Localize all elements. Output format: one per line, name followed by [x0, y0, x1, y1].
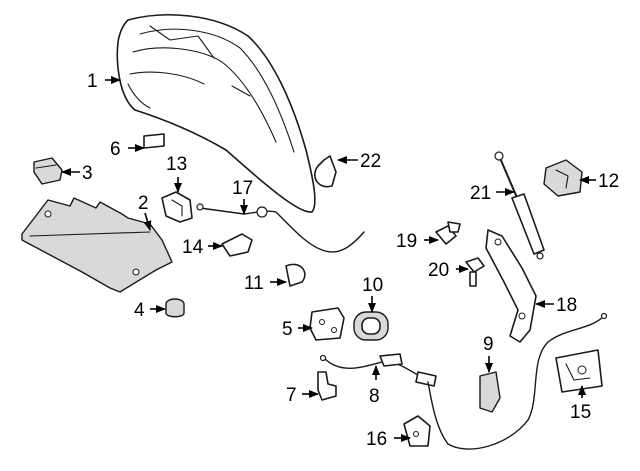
- callout-numbers: 1 2 3 4 5 6 7 8 9 10 11 12 13 14 15 16 1…: [82, 71, 619, 450]
- callout-22: 22: [360, 151, 381, 172]
- hinge-bolt: [435, 221, 461, 245]
- callout-17: 17: [232, 178, 253, 199]
- hood-cap: [285, 263, 306, 287]
- rod-clip: [161, 191, 193, 223]
- hood-insulator: [21, 197, 173, 293]
- hood-latch: [309, 307, 345, 341]
- callout-9: 9: [483, 334, 494, 355]
- callout-21: 21: [470, 183, 491, 204]
- callout-15: 15: [570, 402, 591, 423]
- cable-bracket: [403, 415, 431, 447]
- callout-13: 13: [166, 154, 187, 175]
- striker-plate: [555, 349, 603, 393]
- hood-panel: [116, 14, 316, 213]
- callout-19: 19: [396, 231, 417, 252]
- hood-label: [143, 133, 165, 149]
- callout-18: 18: [556, 295, 577, 316]
- release-cable-run: [427, 312, 608, 450]
- callout-2: 2: [138, 193, 149, 214]
- release-cable: [319, 353, 437, 387]
- callout-12: 12: [598, 171, 619, 192]
- callout-1: 1: [87, 71, 98, 92]
- callout-8: 8: [369, 386, 380, 407]
- callout-10: 10: [362, 275, 383, 296]
- latch-bracket: [317, 371, 337, 401]
- callout-11: 11: [244, 273, 264, 294]
- bumper-stop: [543, 159, 583, 197]
- callout-4: 4: [134, 300, 145, 321]
- hood-clip: [314, 155, 337, 188]
- callout-3: 3: [82, 163, 93, 184]
- hood-bumper: [165, 298, 185, 318]
- callout-7: 7: [286, 385, 297, 406]
- callout-6: 6: [110, 139, 121, 160]
- leader-2: [143, 212, 152, 231]
- bumper-pad: [33, 157, 63, 185]
- callout-5: 5: [282, 319, 293, 340]
- release-handle: [479, 371, 501, 413]
- callout-20: 20: [428, 260, 449, 281]
- hinge-screw: [465, 257, 485, 287]
- hood-hinge: [485, 229, 537, 343]
- cable-clip: [221, 233, 253, 257]
- callout-16: 16: [366, 429, 387, 450]
- callout-14: 14: [182, 237, 204, 258]
- lift-strut: [494, 151, 545, 260]
- leader-lines: [61, 76, 596, 442]
- grommet: [353, 311, 389, 341]
- prop-rod: [196, 203, 365, 253]
